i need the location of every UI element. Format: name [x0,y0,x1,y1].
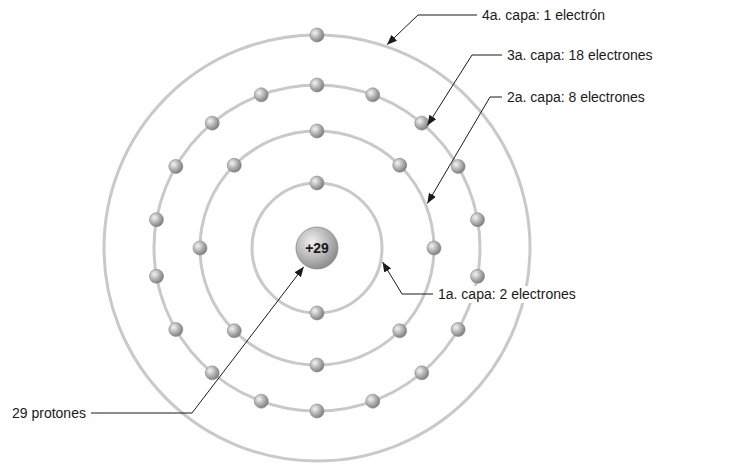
electron [227,324,241,338]
leader-line [427,97,502,203]
shell-callout: 4a. capa: 1 electrón [480,7,607,24]
electron-shell [154,85,480,411]
electron [254,394,268,408]
electron [415,116,429,130]
electron [169,160,183,174]
nucleus-sphere [296,227,338,269]
electron [366,394,380,408]
nucleus-charge: +29 [305,240,329,256]
electron [451,160,465,174]
electron [310,176,324,190]
electron [254,88,268,102]
shell-callout: 2a. capa: 8 electrones [505,89,647,106]
leader-lines [91,15,502,413]
electron [393,158,407,172]
electron-shell [252,183,382,313]
leader-line [387,15,477,45]
electron-shell [200,131,434,365]
electron [149,213,163,227]
electron [169,323,183,337]
electron-shell [104,35,530,461]
electron [310,78,324,92]
nucleus-circle: +29 [295,226,339,270]
electron [310,306,324,320]
electron [415,366,429,380]
shell-callout: 29 protones [10,405,88,422]
electron [205,366,219,380]
electron [227,158,241,172]
leader-line [427,55,502,125]
electrons [149,28,484,418]
electron [310,28,324,42]
electron [193,241,207,255]
electron [451,323,465,337]
electron [471,213,485,227]
electron [149,269,163,283]
electron [427,241,441,255]
electron [366,88,380,102]
electron-shells [104,35,530,461]
electron [310,124,324,138]
shell-callout: 3a. capa: 18 electrones [505,47,655,64]
leader-line [383,262,433,294]
electron [471,269,485,283]
electron [393,324,407,338]
leader-line [91,267,304,413]
shell-callout: 1a. capa: 2 electrones [436,286,578,303]
electron [310,358,324,372]
electron [205,116,219,130]
electron [310,404,324,418]
